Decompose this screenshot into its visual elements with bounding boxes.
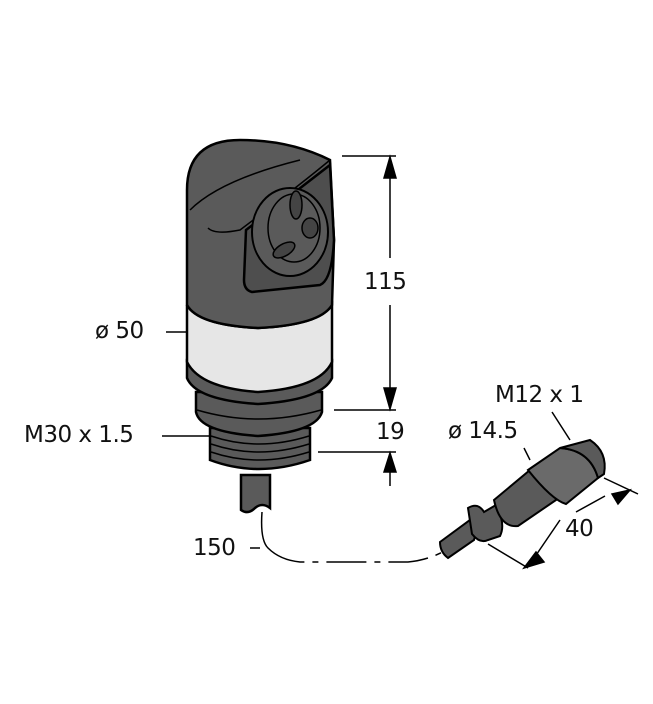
sensor-body bbox=[185, 138, 336, 514]
m12-connector bbox=[438, 438, 606, 560]
connector-thread-label: M12 x 1 bbox=[495, 382, 584, 408]
height-dimension-label: 115 bbox=[364, 269, 407, 295]
connector-length-label: 40 bbox=[565, 516, 594, 542]
thread-size-label: M30 x 1.5 bbox=[24, 422, 134, 448]
body-diameter-label: ø 50 bbox=[95, 318, 144, 344]
thread-length-dimension-label: 19 bbox=[376, 419, 405, 445]
dimension-lines bbox=[162, 154, 639, 570]
connector-diameter-label: ø 14.5 bbox=[448, 418, 518, 444]
cable-length-label: 150 bbox=[193, 535, 236, 561]
